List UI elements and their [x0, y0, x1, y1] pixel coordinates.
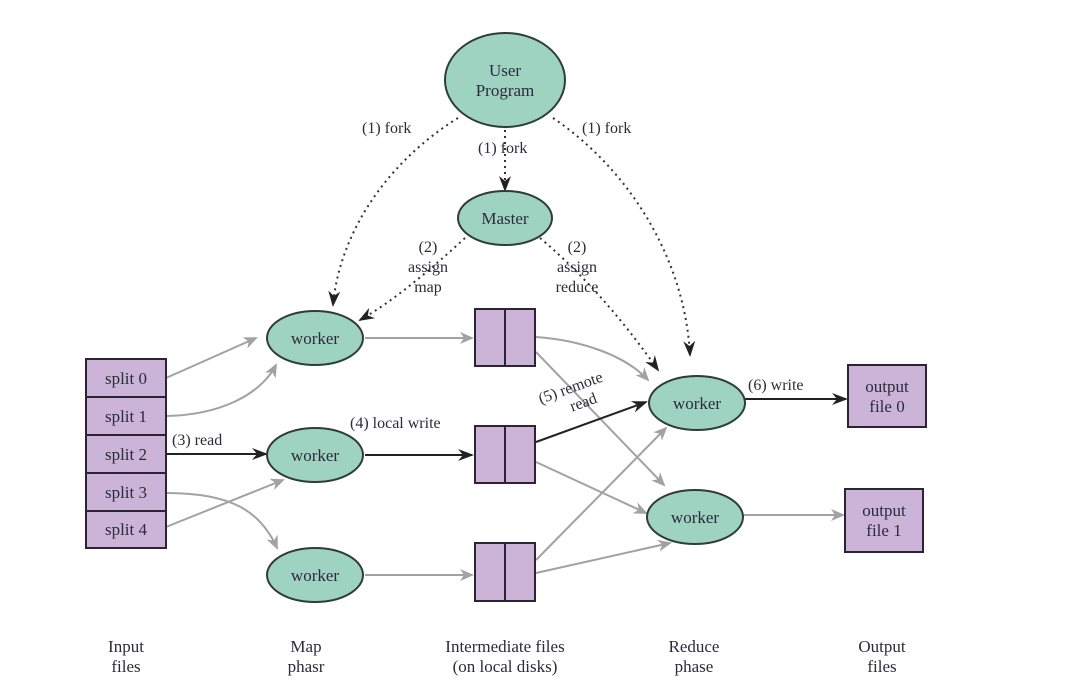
- reduce-worker-label: worker: [673, 394, 721, 413]
- split0-to-worker1-arrow: [165, 337, 258, 379]
- fork-arrow-left: [328, 117, 459, 307]
- split-label: split 3: [105, 483, 147, 502]
- input-files-stack: split 0 split 1 split 2 split 3 split 4: [85, 358, 167, 549]
- fork-left-label: (1) fork: [362, 120, 411, 137]
- caption-line: Reduce: [669, 637, 720, 656]
- fork-arrow-right: [552, 117, 696, 357]
- map-worker-label: worker: [291, 329, 339, 348]
- map-worker-node: worker: [266, 547, 364, 603]
- caption-line: Intermediate files: [445, 637, 564, 656]
- split4-to-worker2-arrow: [165, 478, 285, 528]
- split-label: split 2: [105, 445, 147, 464]
- reduce-worker-node: worker: [646, 489, 744, 545]
- reduce-worker-label: worker: [671, 508, 719, 527]
- remote-read-label: (5) remote read: [536, 369, 605, 416]
- file2-to-reduce1-arrow: [535, 401, 648, 443]
- intermediate-file: [474, 308, 536, 367]
- user-program-label-line1: User: [489, 61, 521, 80]
- assign-reduce-label-line3: reduce: [556, 279, 599, 296]
- output-file-label-line2: file 1: [866, 521, 901, 540]
- master-node: Master: [457, 190, 553, 246]
- map-worker-label: worker: [291, 446, 339, 465]
- caption-output-files: Output files: [858, 637, 906, 676]
- caption-line: Map: [290, 637, 321, 656]
- intermediate-file: [474, 425, 536, 484]
- caption-line: Output: [858, 637, 906, 656]
- write-label: (6) write: [748, 377, 804, 394]
- output-file-box: output file 0: [847, 364, 927, 428]
- output-file-label-line2: file 0: [869, 397, 904, 416]
- fork-center-label: (1) fork: [478, 140, 527, 157]
- output-file-label-line1: output: [865, 377, 909, 396]
- map-worker-node: worker: [266, 427, 364, 483]
- map-worker-node: worker: [266, 310, 364, 366]
- split3-to-worker3-arrow: [165, 492, 278, 550]
- user-program-node: User Program: [444, 32, 566, 128]
- file2-to-reduce2-arrow: [535, 461, 648, 514]
- fork-right-label: (1) fork: [582, 120, 631, 137]
- file3-to-reduce2-arrow: [535, 539, 672, 574]
- reduce-worker-node: worker: [648, 375, 746, 431]
- intermediate-file: [474, 542, 536, 602]
- file1-to-reduce1-arrow: [535, 336, 650, 382]
- split-label: split 4: [105, 520, 148, 539]
- assign-reduce-label-line2: assign: [557, 259, 597, 276]
- split-box: [85, 434, 167, 474]
- split1-to-worker1-arrow: [165, 363, 277, 417]
- assign-map-label-line2: assign: [408, 259, 448, 276]
- caption-line: phase: [675, 657, 714, 676]
- user-program-label-line2: Program: [476, 81, 535, 100]
- caption-input-files: Input files: [108, 637, 144, 676]
- split-box: [85, 396, 167, 436]
- caption-line: files: [111, 657, 140, 676]
- split-label: split 0: [105, 369, 147, 388]
- assign-map-arrow: [358, 237, 466, 321]
- caption-intermediate-files: Intermediate files (on local disks): [445, 637, 564, 676]
- read-label: (3) read: [172, 432, 222, 449]
- assign-map-label-line1: (2): [419, 239, 438, 256]
- caption-reduce-phase: Reduce phase: [669, 637, 720, 676]
- file3-to-reduce1-arrow: [535, 426, 668, 561]
- master-label: Master: [481, 209, 529, 228]
- local-write-label: (4) local write: [350, 415, 441, 432]
- caption-map-phase: Map phasr: [288, 637, 325, 676]
- assign-reduce-label-line1: (2): [568, 239, 587, 256]
- caption-line: phasr: [288, 657, 325, 676]
- caption-line: (on local disks): [453, 657, 558, 676]
- caption-line: Input: [108, 637, 144, 656]
- split-box: [85, 510, 167, 549]
- assign-map-label-line3: map: [414, 279, 442, 296]
- caption-line: files: [867, 657, 896, 676]
- output-file-label-line1: output: [862, 501, 906, 520]
- split-box: [85, 358, 167, 398]
- map-worker-label: worker: [291, 566, 339, 585]
- output-file-box: output file 1: [844, 488, 924, 553]
- split-label: split 1: [105, 407, 147, 426]
